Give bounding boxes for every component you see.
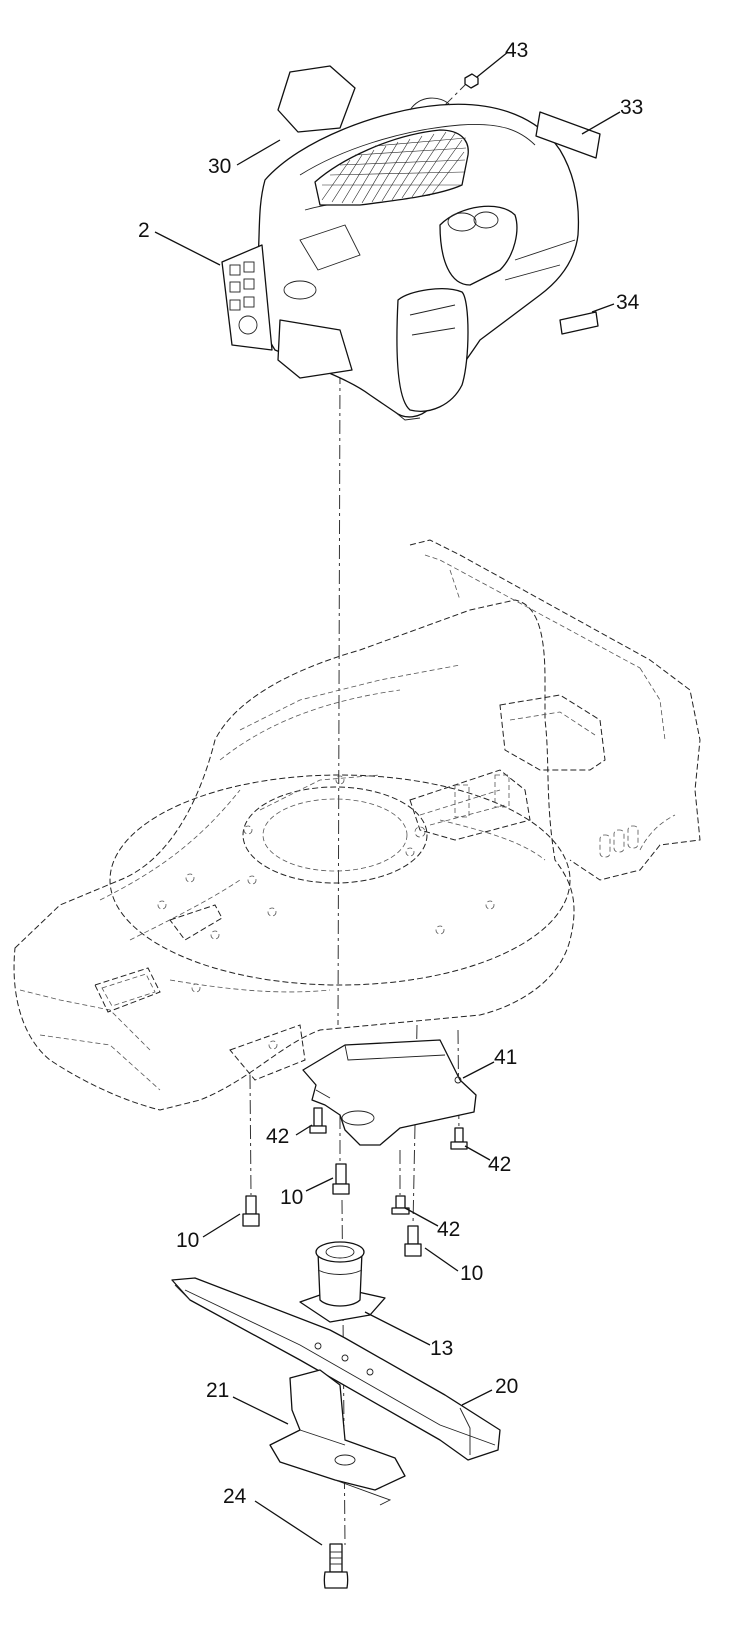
- callout-20: 20: [495, 1375, 518, 1398]
- callout-30: 30: [208, 155, 231, 178]
- callout-42-middle: 42: [437, 1218, 460, 1241]
- callout-21: 21: [206, 1379, 229, 1402]
- callout-43: 43: [505, 39, 528, 62]
- callout-41: 41: [494, 1046, 517, 1069]
- bolt-24: [323, 1543, 349, 1589]
- bolt-42-middle: [391, 1195, 410, 1215]
- mower-deck-housing: [13, 539, 701, 1111]
- callout-10-left: 10: [176, 1229, 199, 1252]
- bolt-10-center: [332, 1163, 350, 1195]
- decal-hexagon: [277, 65, 356, 133]
- leader-lines: [154, 51, 621, 1546]
- blade-adapter: [299, 1241, 386, 1323]
- callout-34: 34: [616, 291, 640, 314]
- bolt-42-left: [309, 1107, 327, 1134]
- callout-10-center: 10: [280, 1186, 303, 1209]
- callout-33: 33: [620, 96, 643, 119]
- blade-baffle: [269, 1369, 406, 1506]
- nut-43: [464, 73, 479, 89]
- decal-rect-33: [535, 111, 601, 159]
- engine-assembly: [221, 97, 580, 421]
- callout-labels: 43 33 30 2 34 41 42 42 10 42 10 10 13 21…: [138, 39, 643, 1508]
- decal-rect-34: [559, 311, 599, 335]
- callout-42-left: 42: [266, 1125, 289, 1148]
- callout-2: 2: [138, 219, 150, 242]
- callout-42-right: 42: [488, 1153, 511, 1176]
- callout-10-right: 10: [460, 1262, 483, 1285]
- bolt-10-left: [242, 1195, 260, 1227]
- mounting-bracket: [302, 1039, 477, 1146]
- callout-24: 24: [223, 1485, 247, 1508]
- bolt-10-right: [404, 1225, 422, 1257]
- mower-blade: [171, 1277, 501, 1461]
- callout-13: 13: [430, 1337, 453, 1360]
- bolt-42-right: [450, 1127, 468, 1150]
